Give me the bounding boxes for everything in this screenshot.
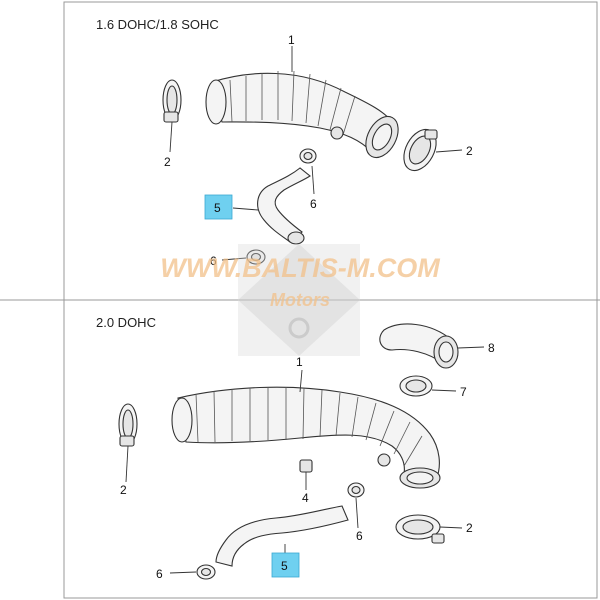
panel-title-bottom: 2.0 DOHC: [96, 315, 156, 330]
bottom-callout-2-right: 2: [466, 521, 473, 535]
panel-title-top: 1.6 DOHC/1.8 SOHC: [96, 17, 219, 32]
bottom-callout-6-upper: 6: [356, 529, 363, 543]
bottom-intake-hose: [171, 386, 441, 489]
watermark-logo-diamond: [238, 244, 360, 356]
top-callout-5: 5: [214, 201, 221, 215]
top-small-clamp-upper: [299, 148, 317, 164]
top-intake-hose: [205, 70, 399, 159]
bottom-pipe: [379, 323, 459, 369]
bottom-clamp-upper: [399, 375, 433, 397]
bottom-highlight-5: [271, 552, 300, 578]
watermark-text-main: WWW.BALTIS-M.COM: [160, 253, 440, 283]
top-callout-2-right: 2: [466, 144, 473, 158]
top-small-clamp-lower: [246, 249, 266, 265]
watermark: WWW.BALTIS-M.COM Motors: [160, 244, 440, 356]
bottom-clamp-left: [118, 403, 138, 447]
top-callout-6-upper: 6: [310, 197, 317, 211]
bottom-panel-parts: 1 2 2 4 5 6 6 7 8: [118, 323, 495, 581]
watermark-logo-shape: [238, 244, 360, 356]
top-leaders: [169, 46, 463, 261]
bottom-callout-2-left: 2: [120, 483, 127, 497]
bottom-callout-7: 7: [460, 385, 467, 399]
bottom-callout-6-lower: 6: [156, 567, 163, 581]
bottom-small-clamp-upper: [347, 482, 365, 498]
top-breather-hose: [257, 167, 311, 245]
bottom-leaders: [125, 346, 485, 574]
top-callout-6-lower: 6: [210, 254, 217, 268]
top-callout-2-left: 2: [164, 155, 171, 169]
bottom-callout-1: 1: [296, 355, 303, 369]
top-highlight-5: [204, 194, 233, 220]
watermark-text-sub: Motors: [270, 290, 330, 310]
bottom-callout-4: 4: [302, 491, 309, 505]
top-clamp-right: [403, 128, 438, 172]
bottom-small-clamp-lower: [196, 564, 216, 580]
top-callout-1: 1: [288, 33, 295, 47]
bottom-breather-hose: [215, 505, 349, 567]
top-clamp-left: [162, 79, 182, 123]
bottom-callout-5: 5: [281, 559, 288, 573]
bottom-fitting-4: [299, 459, 313, 473]
bottom-clamp-right: [395, 514, 445, 544]
top-panel-parts: 1 2 2 5 6 6: [162, 33, 473, 268]
watermark-logo-ring: [288, 317, 310, 339]
bottom-callout-8: 8: [488, 341, 495, 355]
